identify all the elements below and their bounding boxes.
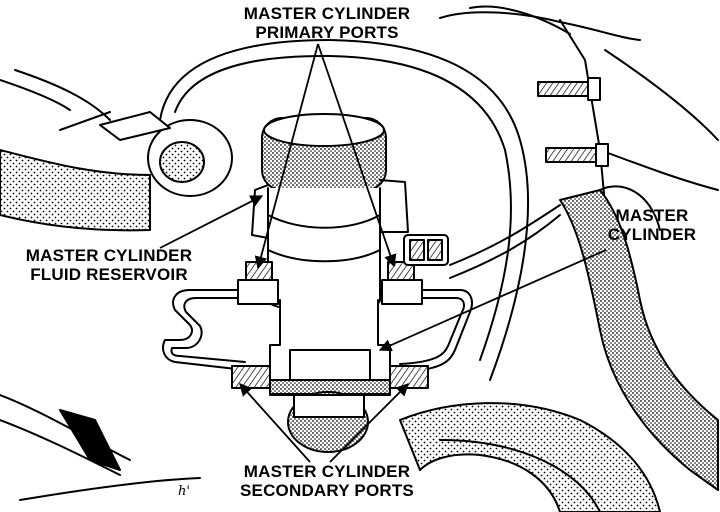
firewall-panel — [439, 11, 641, 41]
bolt-lower — [545, 143, 609, 167]
vacuum-hose — [0, 149, 151, 232]
label-secondary-ports-line1: MASTER CYLINDER — [243, 462, 411, 481]
label-secondary-ports: MASTER CYLINDER SECONDARY PORTS — [212, 462, 442, 500]
leader-reservoir — [159, 195, 264, 249]
label-primary-ports-line2: PRIMARY PORTS — [255, 23, 399, 42]
label-primary-ports: MASTER CYLINDER PRIMARY PORTS — [222, 4, 432, 42]
bolt-upper — [537, 77, 601, 101]
label-master-cylinder-line1: MASTER — [615, 206, 689, 225]
fluid-reservoir — [267, 187, 381, 313]
brake-line-right — [399, 289, 473, 373]
leader-primary-left — [254, 43, 319, 270]
leader-primary-right — [317, 43, 397, 268]
label-secondary-ports-line2: SECONDARY PORTS — [240, 481, 414, 500]
label-fluid-reservoir: MASTER CYLINDER FLUID RESERVOIR — [4, 246, 214, 284]
figure-mark: h' — [178, 484, 190, 499]
label-primary-ports-line1: MASTER CYLINDER — [243, 4, 411, 23]
label-master-cylinder: MASTER CYLINDER — [588, 206, 716, 244]
leader-master — [378, 249, 607, 352]
secondary-port-left — [231, 365, 271, 389]
brake-booster — [159, 39, 529, 381]
label-master-cylinder-line2: CYLINDER — [607, 225, 697, 244]
leader-secondary-right — [329, 383, 409, 463]
leader-secondary-left — [239, 383, 311, 463]
label-fluid-reservoir-line2: FLUID RESERVOIR — [30, 265, 188, 284]
brake-line-left — [162, 289, 271, 371]
label-fluid-reservoir-line1: MASTER CYLINDER — [25, 246, 193, 265]
secondary-port-right — [389, 365, 429, 389]
wiring-harness — [559, 189, 719, 491]
lower-hose — [399, 402, 661, 512]
